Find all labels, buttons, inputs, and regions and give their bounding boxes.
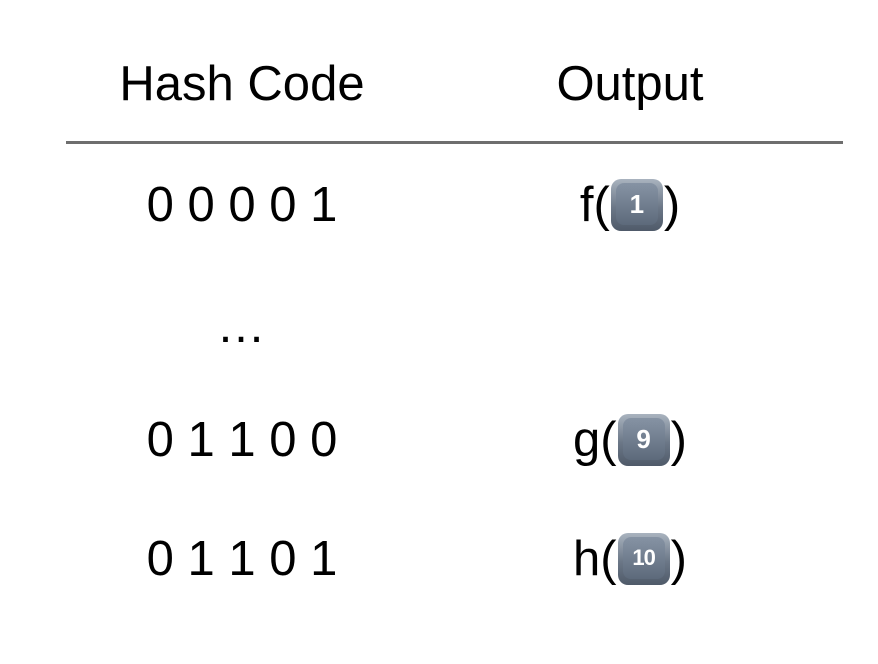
open-paren: ( (600, 532, 617, 586)
keycap-label: 9 (622, 418, 665, 460)
function-name: f (579, 178, 594, 232)
function-call: f(1) (580, 175, 680, 235)
output-cell: h(10) (480, 529, 780, 589)
open-paren: ( (600, 413, 617, 467)
hash-code-cell: 0 1 1 0 1 (146, 532, 338, 586)
keycap-label: 10 (622, 537, 665, 579)
output-cell: f(1) (480, 175, 780, 235)
function-name: g (573, 413, 601, 467)
function-call: g(9) (573, 410, 687, 470)
hash-code-cell: 0 1 1 0 0 (146, 413, 338, 467)
function-name: h (573, 532, 601, 586)
output-cell: g(9) (480, 410, 780, 470)
keycap-9-icon: 9 (617, 414, 670, 466)
column-header-output: Output (556, 57, 704, 111)
close-paren: ) (663, 178, 681, 232)
open-paren: ( (593, 178, 610, 232)
header-divider (66, 141, 843, 144)
keycap-label: 1 (615, 183, 658, 225)
column-header-hash-code: Hash Code (119, 57, 365, 111)
ellipsis: … (216, 299, 268, 353)
close-paren: ) (670, 413, 687, 467)
keycap-1-icon: 1 (610, 179, 663, 231)
close-paren: ) (670, 532, 687, 586)
keycap-10-icon: 10 (617, 533, 670, 585)
hash-code-cell: 0 0 0 0 1 (146, 178, 338, 232)
function-call: h(10) (573, 529, 687, 589)
